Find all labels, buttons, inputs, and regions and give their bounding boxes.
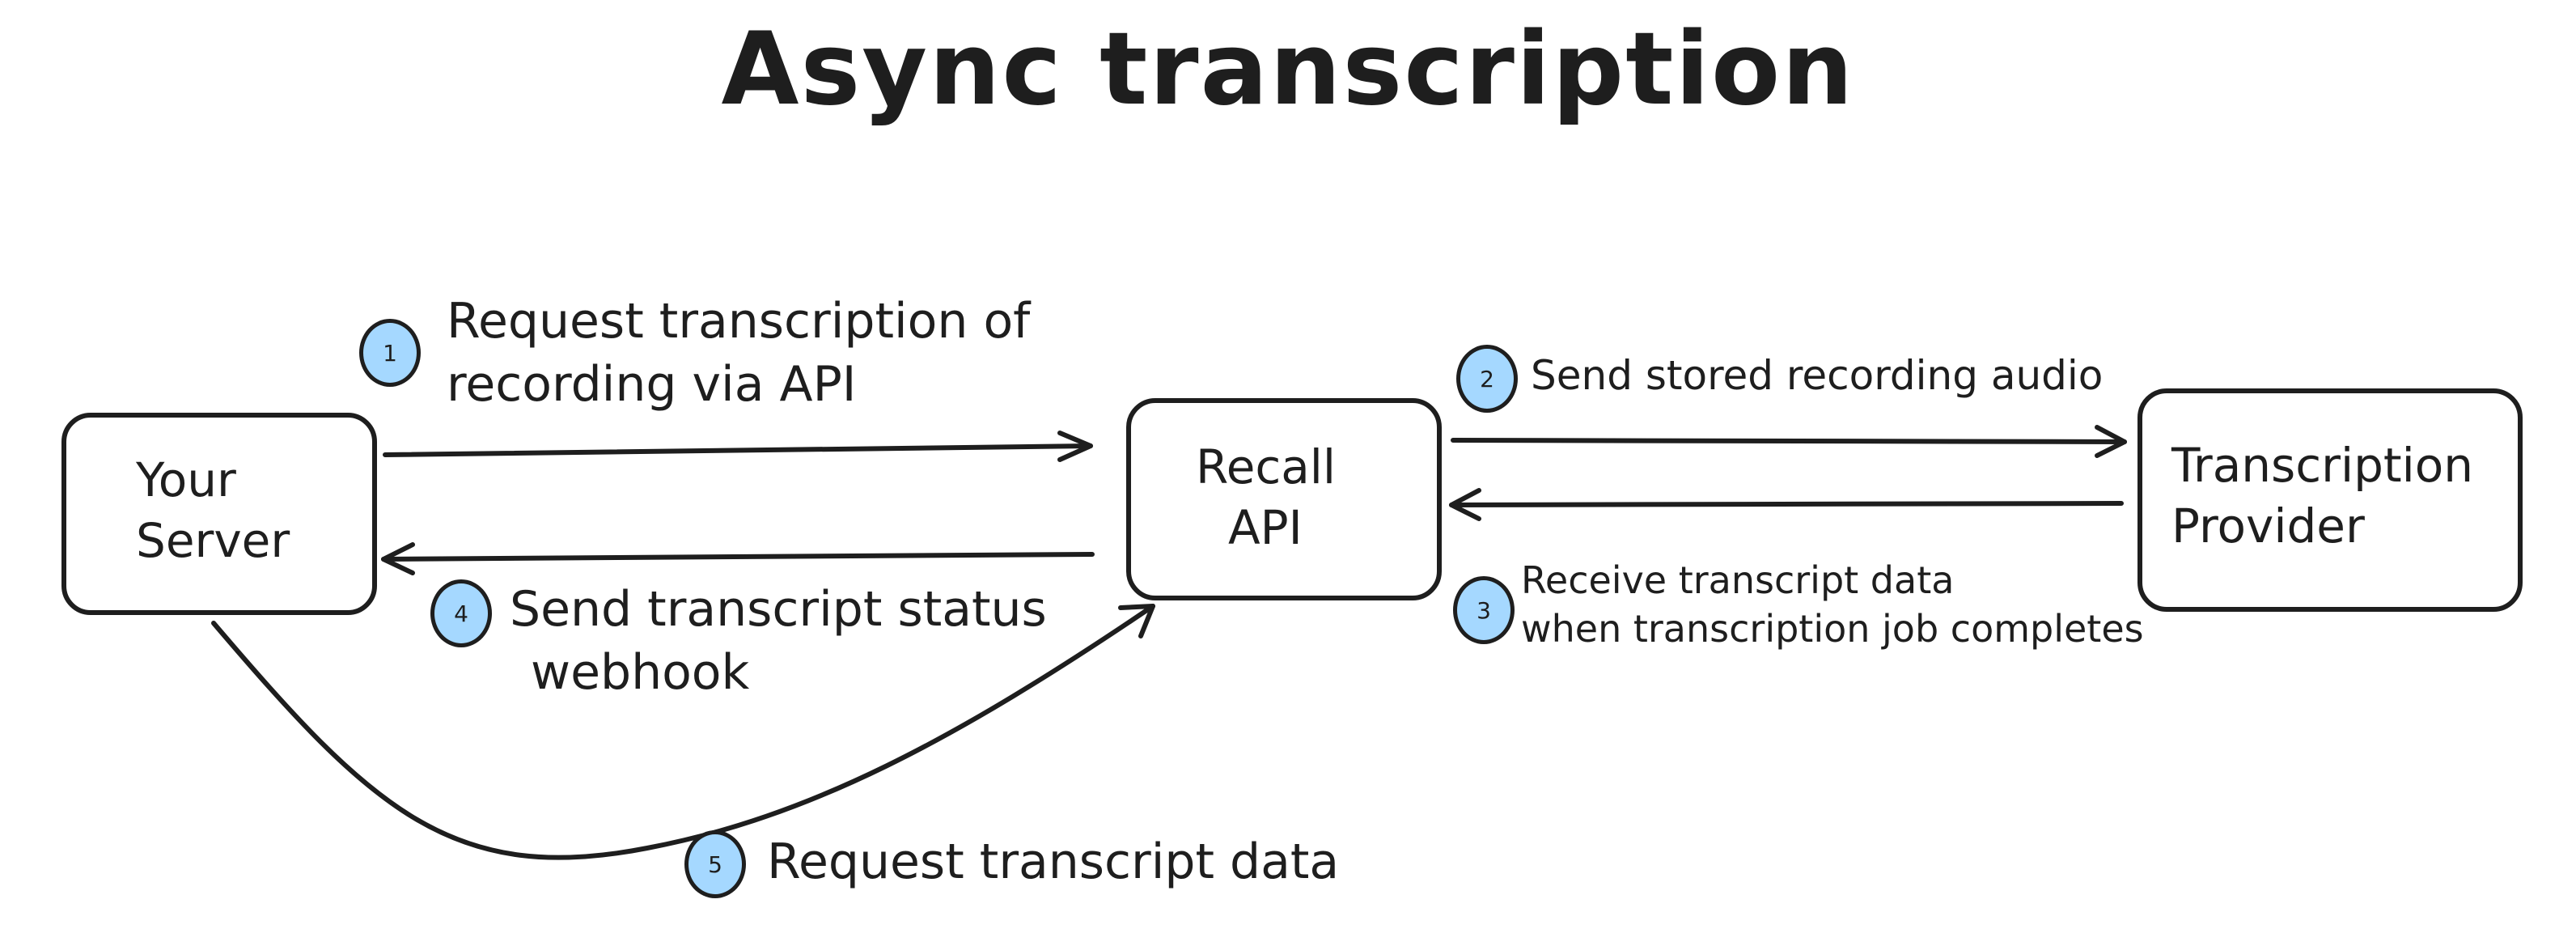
step-label-line: webhook bbox=[531, 644, 750, 701]
step-label-line: when transcription job completes bbox=[1521, 606, 2144, 651]
step-badge-2: 2 bbox=[1456, 345, 1518, 413]
arrow-status-webhook bbox=[381, 542, 1095, 575]
step-label-line: Send transcript status bbox=[510, 581, 1047, 638]
node-label: API bbox=[1228, 500, 1303, 556]
node-recall-api: Recall API bbox=[1126, 398, 1442, 600]
step-label-4: Send transcript status webhook bbox=[510, 578, 1047, 704]
step-label-line: recording via API bbox=[447, 356, 857, 413]
step-label-2: Send stored recording audio bbox=[1531, 350, 2103, 402]
node-label: Transcription bbox=[2171, 438, 2474, 493]
node-label: Your bbox=[136, 452, 236, 507]
arrow-request-transcription bbox=[383, 431, 1093, 462]
step-label-line: Send stored recording audio bbox=[1531, 352, 2104, 399]
node-your-server: Your Server bbox=[61, 413, 377, 615]
step-label-3: Receive transcript data when transcripti… bbox=[1521, 557, 2144, 654]
node-label: Server bbox=[136, 513, 290, 569]
step-badge-3: 3 bbox=[1453, 576, 1515, 644]
step-badge-1: 1 bbox=[359, 319, 421, 387]
step-label-line: Receive transcript data bbox=[1521, 558, 1955, 602]
step-badge-5: 5 bbox=[684, 830, 746, 898]
step-label-line: Request transcription of bbox=[447, 293, 1031, 350]
step-label-line: Request transcript data bbox=[767, 834, 1340, 890]
step-label-5: Request transcript data bbox=[767, 830, 1339, 893]
arrow-send-audio bbox=[1451, 425, 2127, 458]
arrow-receive-transcript bbox=[1449, 488, 2124, 521]
step-badge-4: 4 bbox=[430, 579, 492, 647]
diagram-title: Async transcription bbox=[721, 11, 1855, 128]
step-label-1: Request transcription of recording via A… bbox=[447, 290, 1030, 416]
node-label: Recall bbox=[1196, 439, 1337, 494]
node-label: Provider bbox=[2171, 498, 2365, 554]
node-transcription-provider: Transcription Provider bbox=[2137, 388, 2523, 612]
arrow-request-transcript-data bbox=[211, 604, 1155, 860]
